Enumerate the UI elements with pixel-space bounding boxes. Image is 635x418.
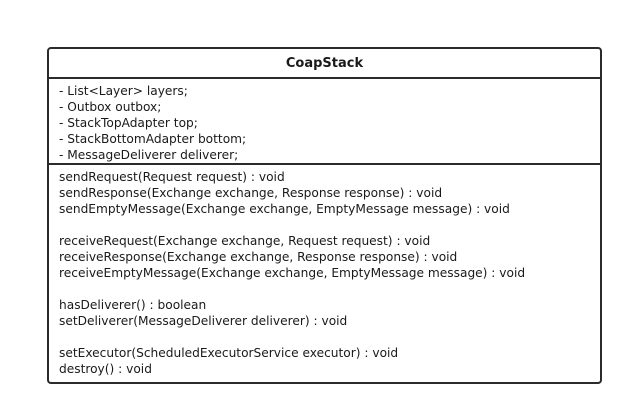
operation-item: destroy() : void	[59, 362, 152, 376]
operation-item: setExecutor(ScheduledExecutorService exe…	[59, 346, 399, 360]
attributes-section: - List<Layer> layers; - Outbox outbox; -…	[49, 79, 600, 165]
uml-class-box: CoapStack - List<Layer> layers; - Outbox…	[47, 47, 602, 384]
operation-item: receiveEmptyMessage(Exchange exchange, E…	[59, 266, 526, 280]
attribute-item: - MessageDeliverer deliverer;	[59, 148, 239, 162]
operation-item: sendRequest(Request request) : void	[59, 170, 285, 184]
operation-item: sendResponse(Exchange exchange, Response…	[59, 186, 443, 200]
operation-item: sendEmptyMessage(Exchange exchange, Empt…	[59, 202, 510, 216]
operation-item: receiveResponse(Exchange exchange, Respo…	[59, 250, 458, 264]
operation-group-gap	[59, 217, 590, 233]
class-name: CoapStack	[49, 49, 600, 79]
operation-item: hasDeliverer() : boolean	[59, 298, 207, 312]
operations-section: sendRequest(Request request) : void send…	[49, 165, 600, 377]
attribute-item: - StackBottomAdapter bottom;	[59, 132, 247, 146]
operation-item: setDeliverer(MessageDeliverer deliverer)…	[59, 314, 348, 328]
operation-item: receiveRequest(Exchange exchange, Reques…	[59, 234, 431, 248]
attribute-item: - Outbox outbox;	[59, 100, 162, 114]
operation-group-gap	[59, 281, 590, 297]
attribute-item: - List<Layer> layers;	[59, 84, 188, 98]
attribute-item: - StackTopAdapter top;	[59, 116, 198, 130]
operation-group-gap	[59, 329, 590, 345]
